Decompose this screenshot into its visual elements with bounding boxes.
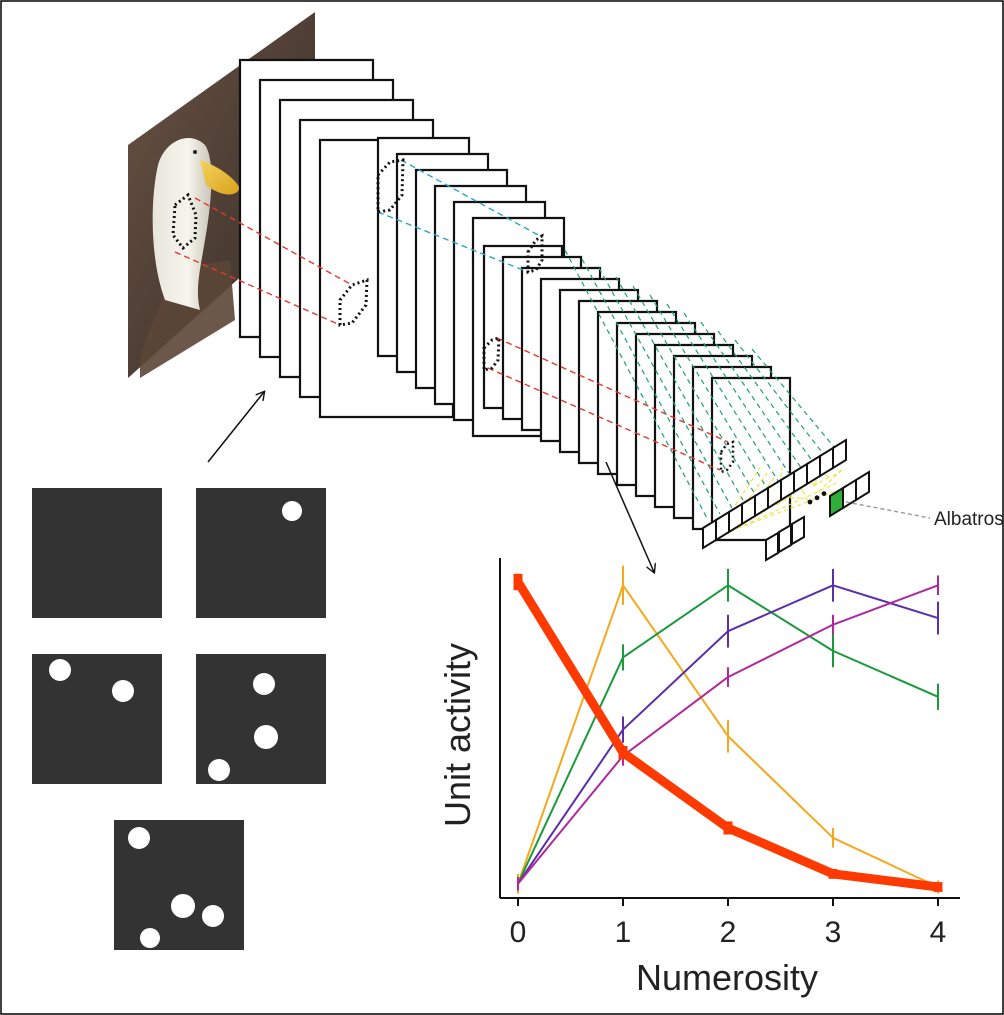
series-3	[517, 568, 939, 891]
fully-connected-layers	[564, 249, 870, 562]
ellipsis-dot	[807, 499, 813, 505]
x-tick-label: 2	[720, 916, 737, 949]
stimulus-4-dots	[114, 820, 244, 950]
x-tick-label: 0	[510, 916, 527, 949]
numerosity-stimuli	[32, 488, 326, 950]
x-tick-label: 3	[825, 916, 842, 949]
stimulus-2-dots	[32, 654, 162, 784]
x-ticks: 0 1 2 3 4	[510, 898, 947, 949]
ellipsis-dot	[814, 495, 820, 501]
output-unit-6	[855, 470, 870, 502]
stimulus-3-dots	[196, 654, 326, 784]
ellipsis-dot	[821, 491, 827, 496]
flow-arrows	[207, 392, 654, 572]
readout-arrow	[605, 461, 654, 572]
stimulus-0-dots	[32, 488, 162, 618]
series-4	[517, 568, 939, 891]
output-unit-3	[791, 515, 805, 546]
x-axis-label: Numerosity	[636, 957, 818, 998]
series-group	[513, 565, 943, 894]
tuning-curve-chart: 0 1 2 3 4 Numerosity Unit activity	[437, 558, 960, 998]
output-class-label: Albatross	[934, 509, 1004, 530]
y-axis-label: Unit activity	[437, 643, 478, 827]
receptive-field-projections	[174, 158, 735, 474]
input-arrow	[207, 392, 264, 463]
series-1	[513, 573, 943, 892]
x-tick-label: 1	[615, 916, 632, 949]
x-tick-label: 4	[930, 916, 947, 949]
fc-unit-11	[832, 438, 847, 470]
output-layer: Albatross	[845, 501, 1004, 530]
stimulus-1-dot	[196, 488, 326, 618]
